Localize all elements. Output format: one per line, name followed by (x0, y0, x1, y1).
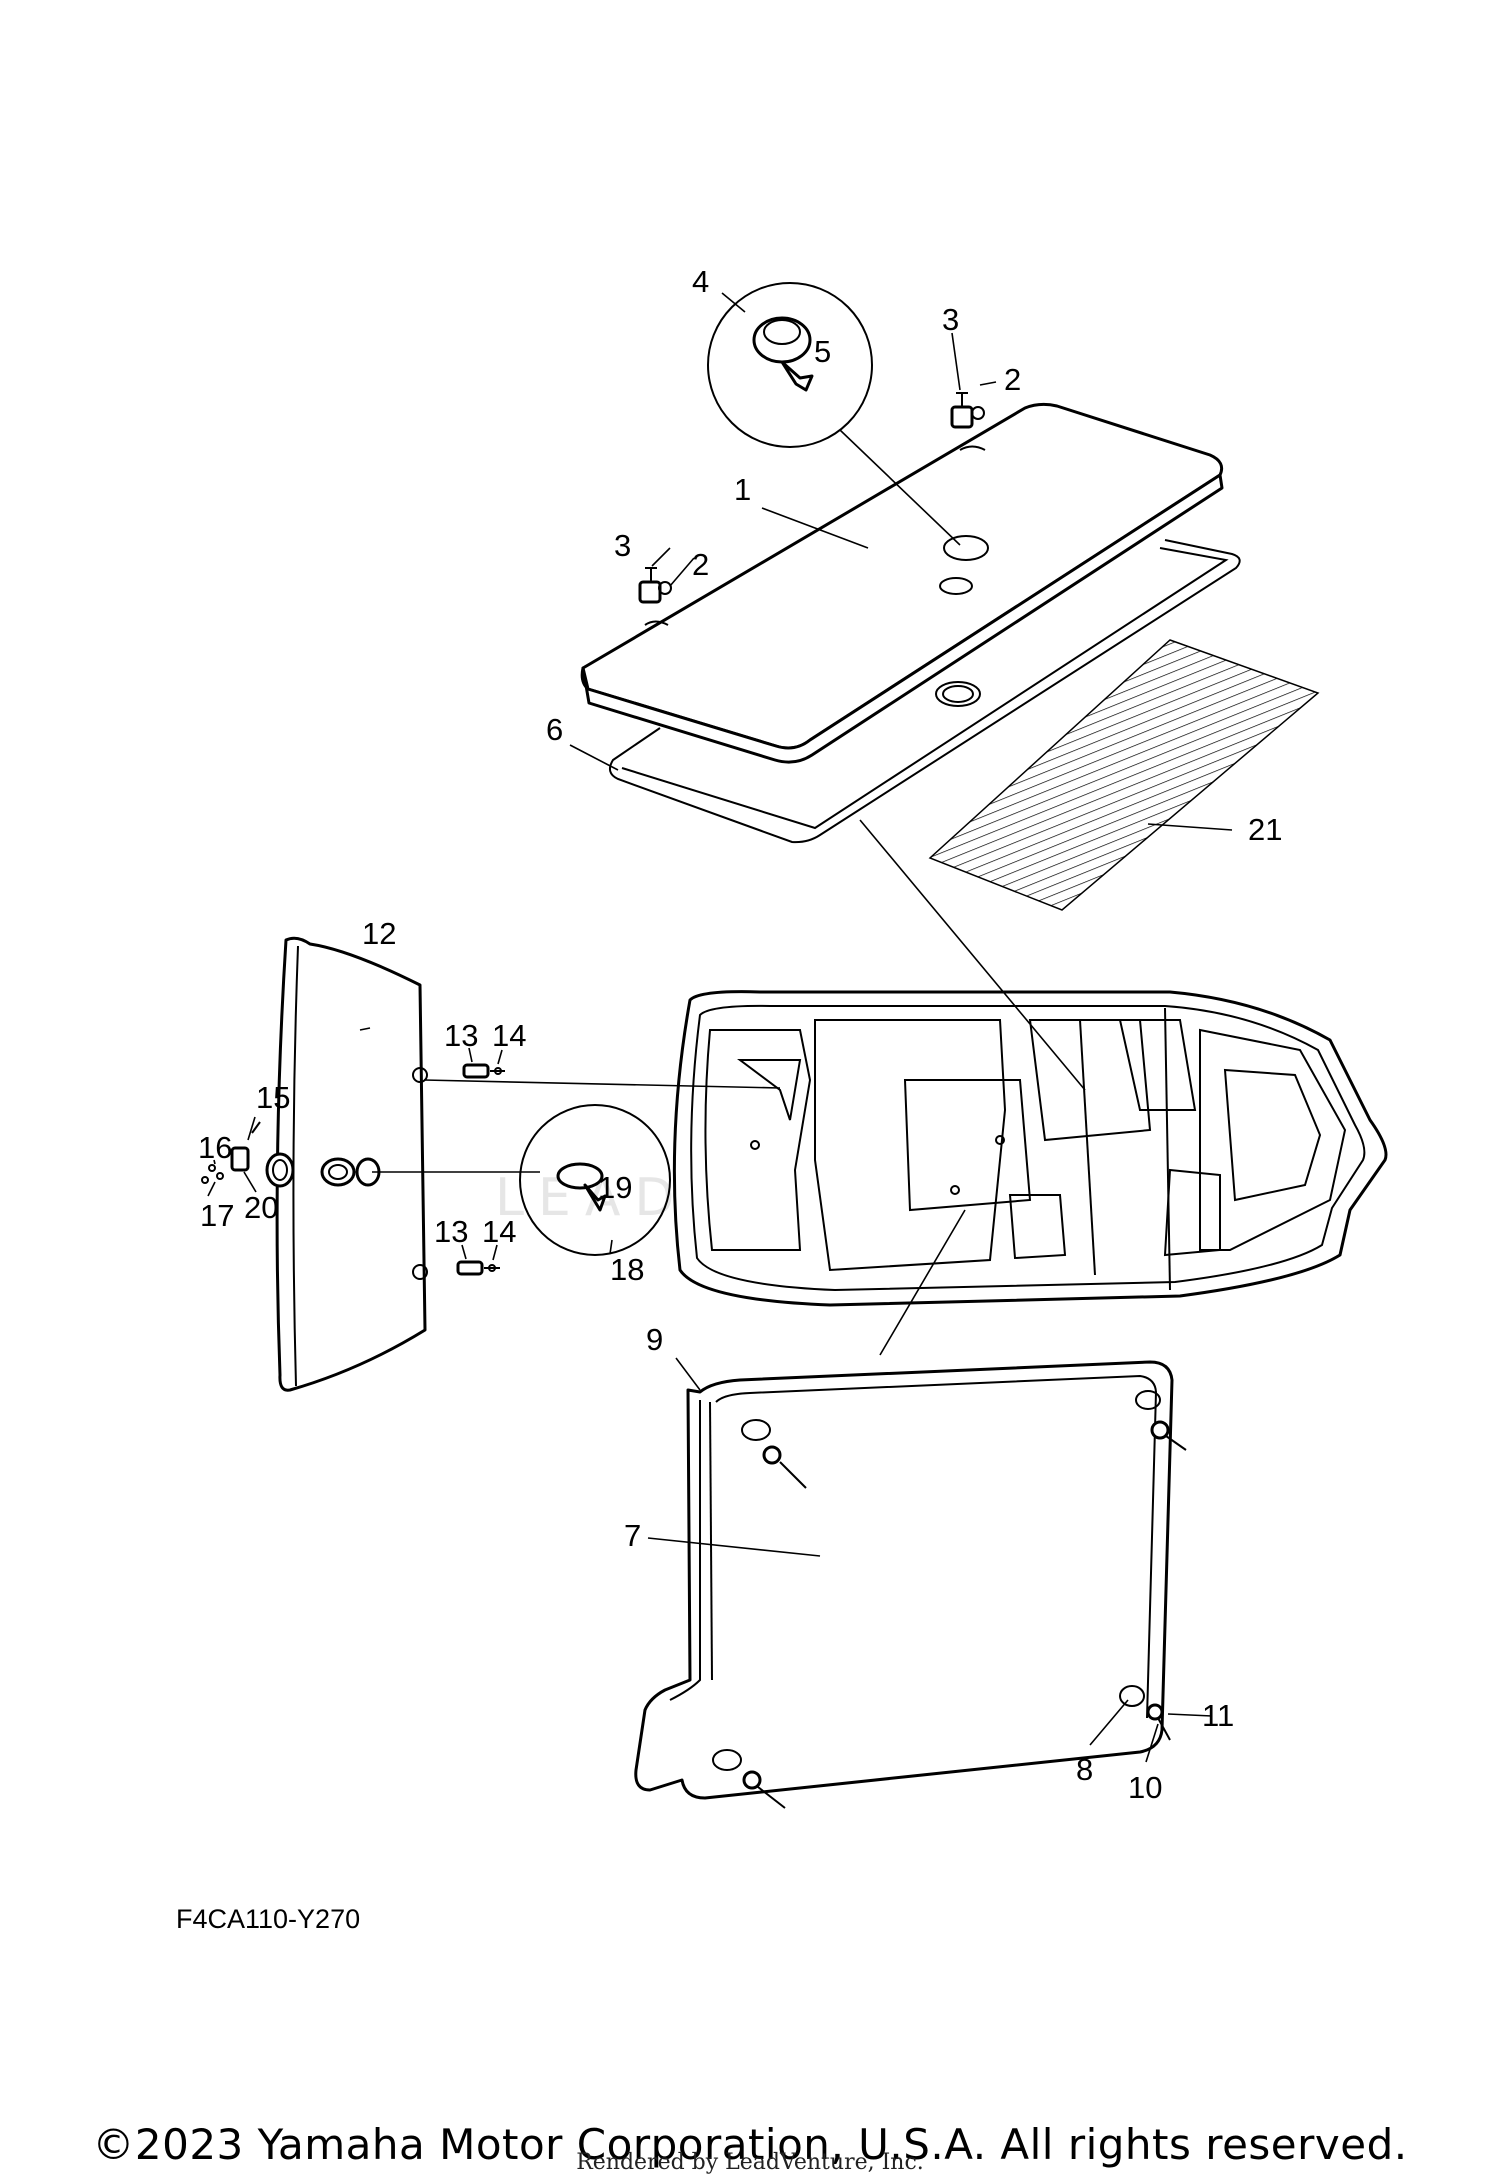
callout-3-lower[interactable]: 3 (614, 528, 631, 563)
callout-8[interactable]: 8 (1076, 1752, 1093, 1787)
callout-15[interactable]: 15 (256, 1080, 290, 1115)
callout-17[interactable]: 17 (200, 1198, 234, 1233)
rendered-by-notice: Rendered by LeadVenture, Inc. (576, 2150, 924, 2175)
callout-leaders (207, 292, 1233, 1763)
callout-19[interactable]: 19 (598, 1170, 632, 1205)
callout-labels: 1 2 2 3 3 4 5 6 7 8 9 10 11 12 13 13 14 … (198, 264, 1282, 1805)
callout-13-upper[interactable]: 13 (444, 1018, 478, 1053)
callout-14-lower[interactable]: 14 (482, 1214, 516, 1249)
leader-panel-to-hull (423, 1079, 781, 1089)
callout-13-lower[interactable]: 13 (434, 1214, 468, 1249)
callout-21[interactable]: 21 (1248, 812, 1282, 847)
callout-9[interactable]: 9 (646, 1322, 663, 1357)
callout-20[interactable]: 20 (244, 1190, 278, 1225)
cleat-13-14-lower[interactable] (456, 1260, 500, 1276)
hinge-assembly-left[interactable] (638, 567, 672, 604)
detail-circle-18[interactable] (519, 1104, 671, 1256)
copyright-notice: ©2023 Yamaha Motor Corporation, U.S.A. A… (92, 2120, 1408, 2169)
callout-18[interactable]: 18 (610, 1252, 644, 1287)
part-21-mat[interactable] (928, 639, 1320, 911)
callout-10[interactable]: 10 (1128, 1770, 1162, 1805)
callout-5[interactable]: 5 (814, 334, 831, 369)
fitting-group-15-20[interactable] (201, 1121, 295, 1188)
callout-11[interactable]: 11 (1202, 1698, 1234, 1733)
callout-14-upper[interactable]: 14 (492, 1018, 526, 1053)
hinge-assembly-right[interactable] (950, 392, 985, 429)
leader-cover-to-hull (879, 1209, 966, 1356)
detail-circle-4[interactable] (707, 282, 961, 546)
callout-6[interactable]: 6 (546, 712, 563, 747)
callout-4[interactable]: 4 (692, 264, 709, 299)
part-6-gasket[interactable] (608, 539, 1241, 844)
callout-16[interactable]: 16 (198, 1130, 232, 1165)
part-1-hatch-lid[interactable] (580, 402, 1224, 764)
callout-2-lower[interactable]: 2 (692, 547, 709, 582)
callout-1[interactable]: 1 (734, 472, 751, 507)
callout-12[interactable]: 12 (362, 916, 396, 951)
callout-3-upper[interactable]: 3 (942, 302, 959, 337)
callout-7[interactable]: 7 (624, 1518, 641, 1553)
cleat-13-14-upper[interactable] (462, 1063, 505, 1079)
part-12-transom-panel[interactable] (275, 936, 428, 1392)
part-7-cover-board[interactable] (634, 1360, 1187, 1809)
leader-lid-to-hull (859, 819, 1086, 1091)
boat-hull[interactable] (672, 990, 1388, 1307)
diagram-code: F4CA110-Y270 (176, 1904, 361, 1934)
callout-2-upper[interactable]: 2 (1004, 362, 1021, 397)
